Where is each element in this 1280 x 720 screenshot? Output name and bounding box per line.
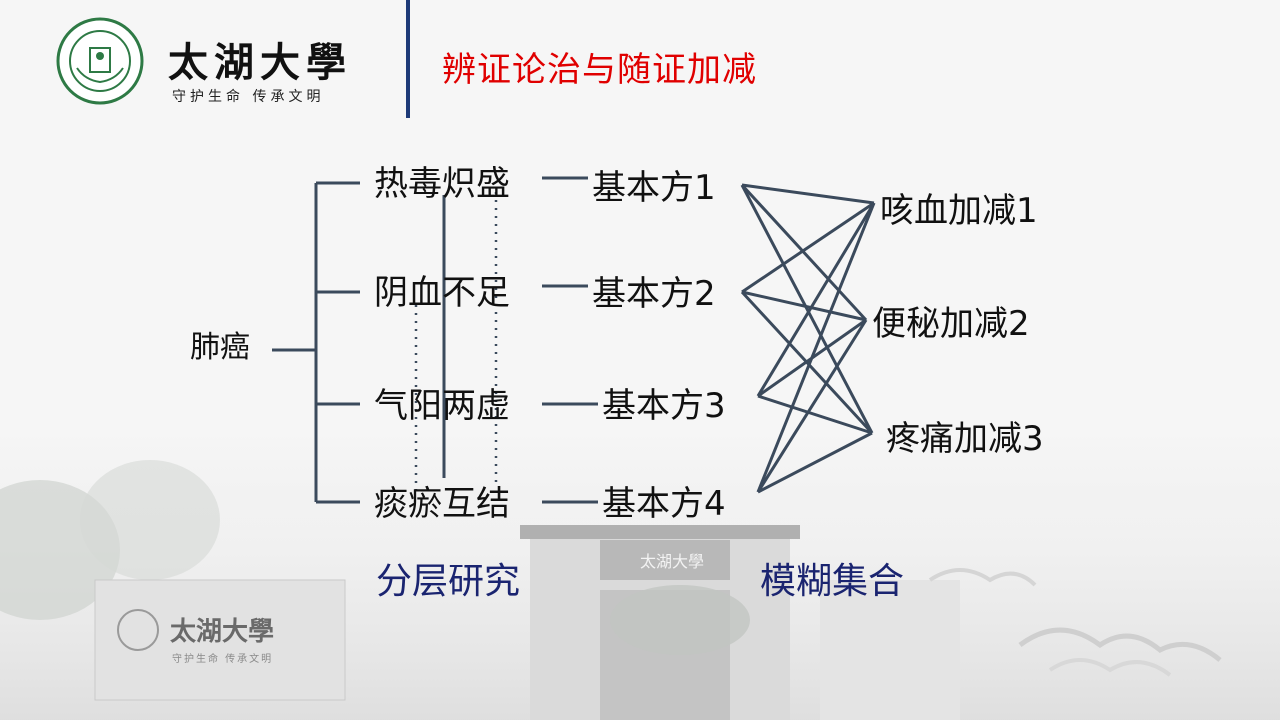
university-name: 太湖大學 [168,39,352,86]
svg-text:守护生命 传承文明: 守护生命 传承文明 [172,652,273,665]
campus-gate-illustration: 太湖大學 守护生命 传承文明 太湖大學 [0,430,1280,720]
formula-node: 基本方3 [602,386,726,426]
svg-text:太湖大學: 太湖大學 [170,617,274,647]
formula-node: 基本方2 [592,274,716,314]
university-motto: 守护生命 传承文明 [172,89,325,105]
formula-node: 基本方1 [592,168,716,208]
syndrome-node: 热毒炽盛 [374,164,510,204]
layered-study-label: 分层研究 [376,561,521,602]
modification-node: 便秘加减2 [872,304,1030,344]
formula-node: 基本方4 [602,484,726,524]
syndrome-node: 痰瘀互结 [374,484,510,524]
slide-title: 辨证论治与随证加减 [442,50,757,90]
root-node: 肺癌 [190,330,250,365]
modification-node: 疼痛加减3 [886,419,1044,459]
university-seal-icon [56,17,144,105]
header-divider [406,0,410,118]
modification-node: 咳血加减1 [880,191,1038,231]
svg-text:太湖大學: 太湖大學 [640,552,704,571]
syndrome-node: 气阳两虚 [374,386,510,426]
fuzzy-set-label: 模糊集合 [760,561,905,602]
syndrome-node: 阴血不足 [374,273,510,313]
